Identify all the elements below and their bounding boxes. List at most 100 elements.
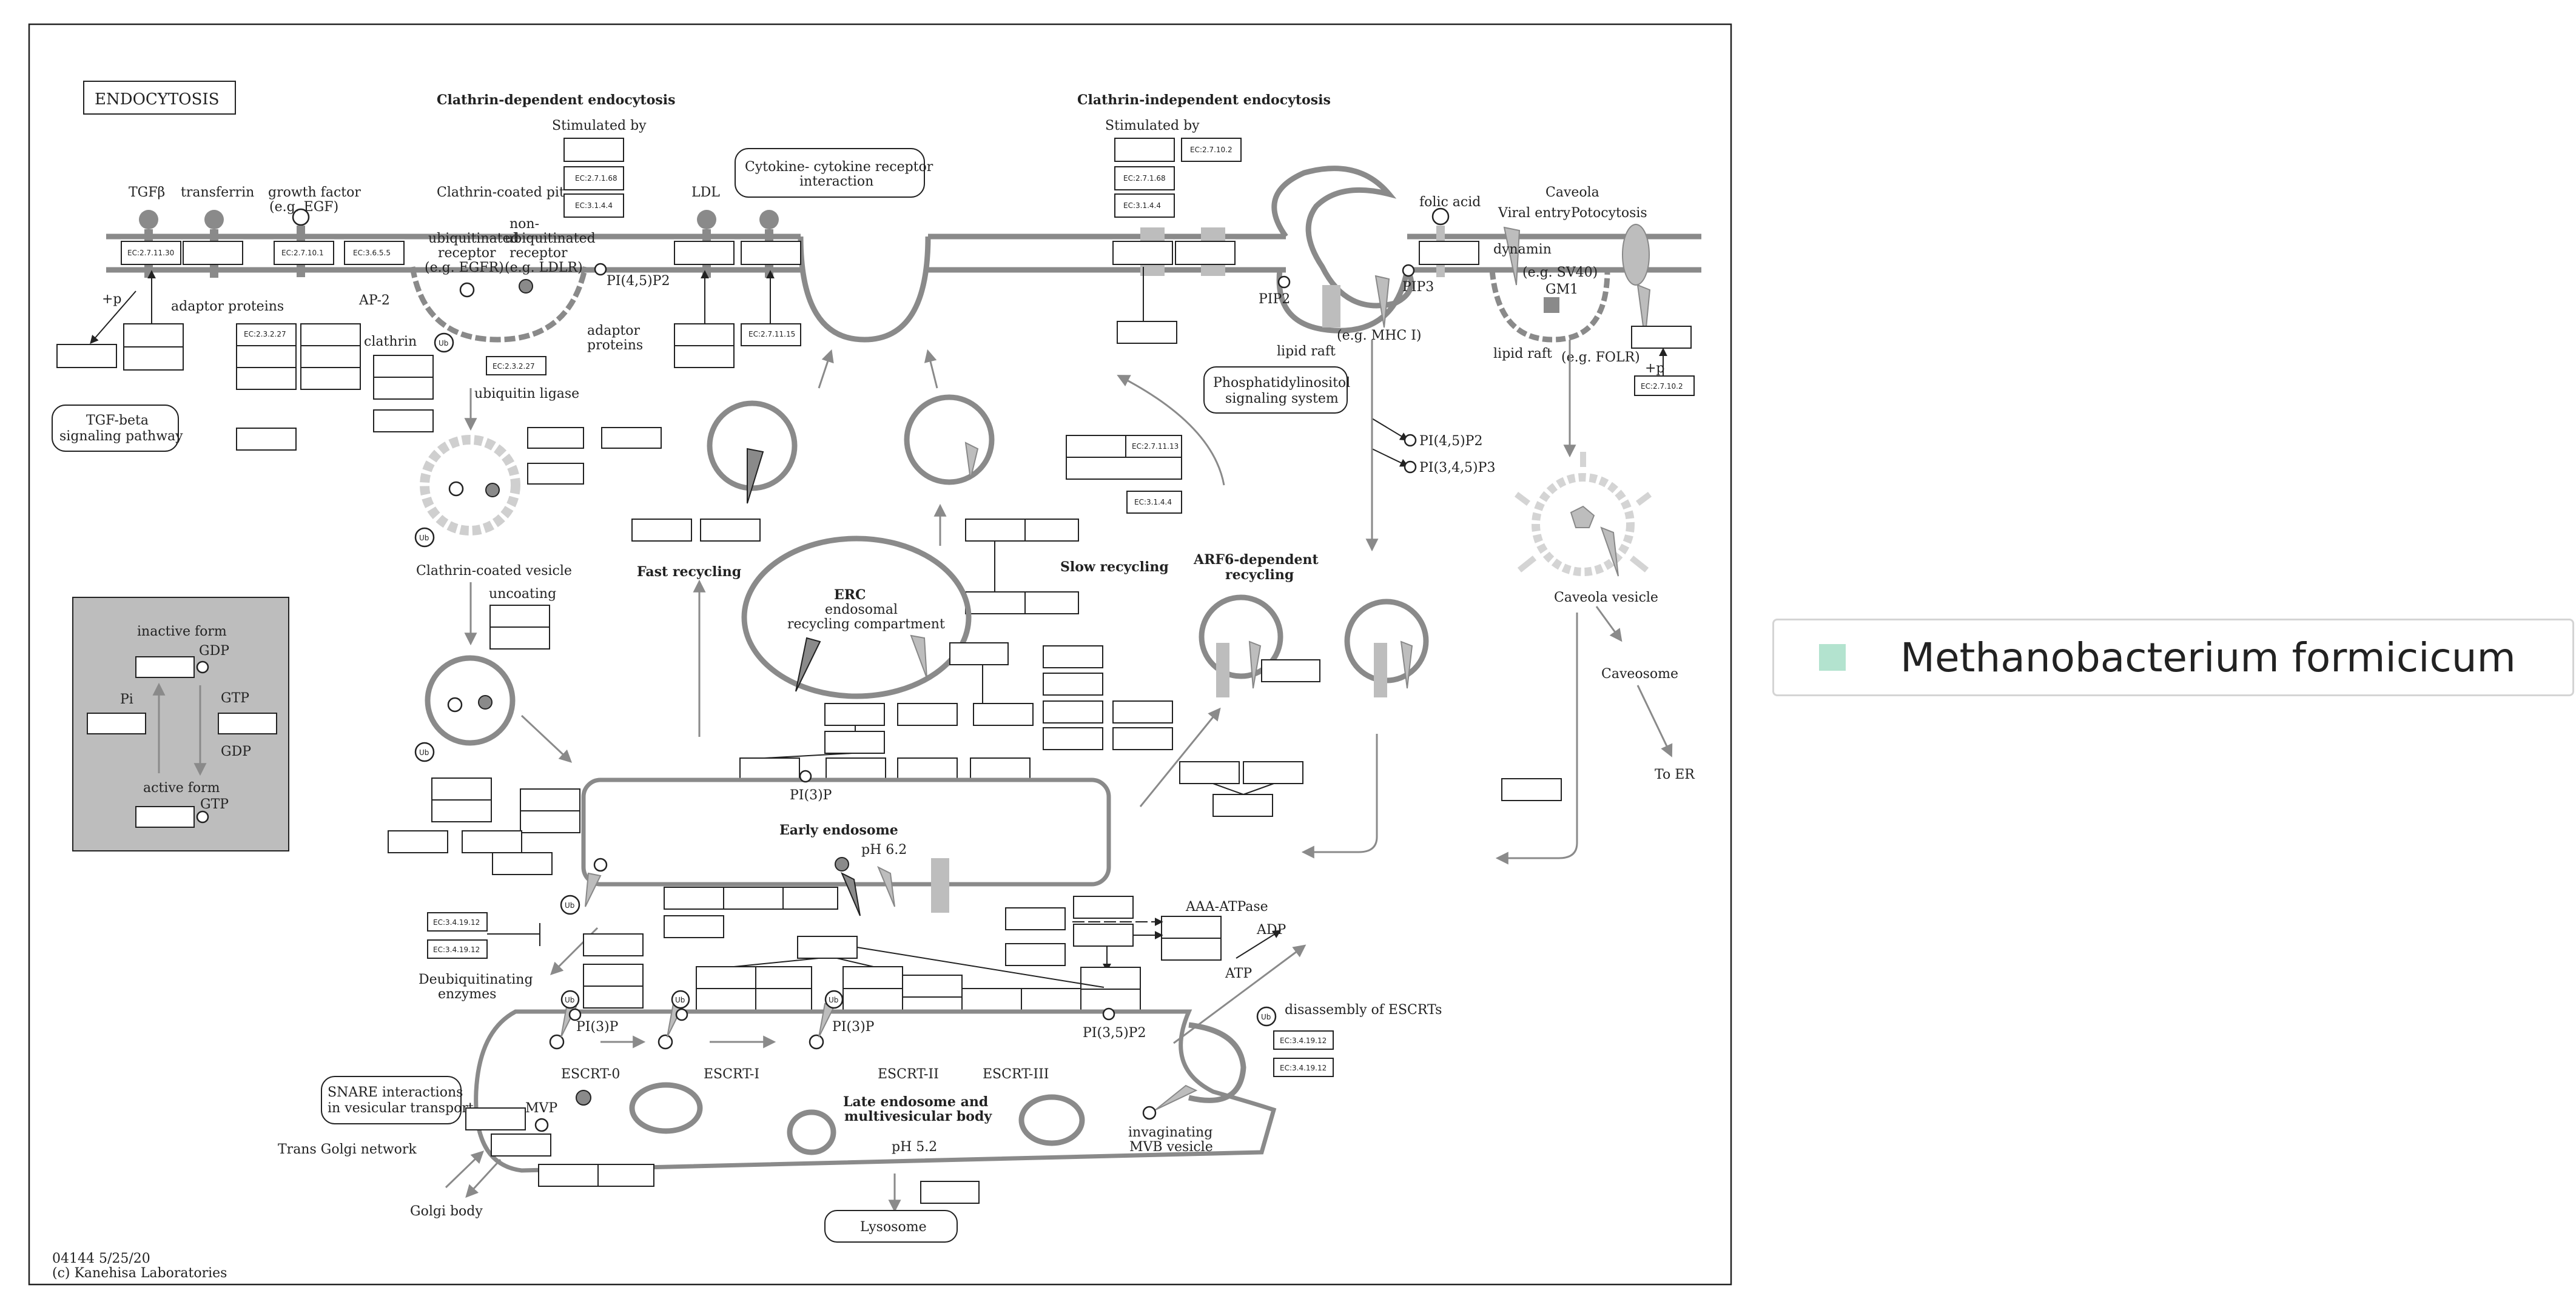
svg-text:GTP: GTP <box>200 797 229 812</box>
svg-text:PI(3)P: PI(3)P <box>790 788 832 803</box>
tgf-beta-pathway-link[interactable] <box>52 405 179 452</box>
label-transferrin: transferrin <box>181 185 254 200</box>
label-folic-acid: folic acid <box>1419 195 1481 210</box>
svg-text:pH 5.2: pH 5.2 <box>892 1140 937 1155</box>
svg-text:EC:3.6.5.5: EC:3.6.5.5 <box>353 249 391 257</box>
uncoated-vesicle <box>425 655 516 746</box>
svg-text:EC:3.4.19.12: EC:3.4.19.12 <box>1280 1036 1327 1045</box>
arf6-vesicle-1 <box>1199 594 1283 679</box>
svg-text:Late endosome and: Late endosome and <box>843 1094 988 1110</box>
svg-text:PIP3: PIP3 <box>1402 280 1434 295</box>
svg-text:Ub: Ub <box>829 996 838 1004</box>
svg-text:EC:2.7.10.2: EC:2.7.10.2 <box>1641 382 1683 391</box>
svg-text:Lysosome: Lysosome <box>860 1220 927 1235</box>
svg-text:inactive form: inactive form <box>137 624 227 639</box>
svg-text:SNARE interactions: SNARE interactions <box>328 1085 463 1100</box>
membrane-enzymes: EC:2.7.11.30 EC:2.7.10.1 EC:3.6.5.5 <box>121 241 1479 265</box>
label-nonubiq-3: receptor <box>509 246 568 261</box>
cytokine-interaction-link[interactable] <box>735 148 925 198</box>
svg-text:EC:2.7.1.68: EC:2.7.1.68 <box>575 174 617 183</box>
footer-copyright: (c) Kanehisa Laboratories <box>52 1266 227 1281</box>
title-box <box>83 81 236 115</box>
svg-text:EC:3.4.19.12: EC:3.4.19.12 <box>1280 1064 1327 1072</box>
label-uncoating: uncoating <box>489 586 556 602</box>
label-tgfb: TGFβ <box>129 185 165 200</box>
svg-text:(e.g. FOLR): (e.g. FOLR) <box>1561 350 1640 365</box>
label-p-plus-left: +p <box>102 292 122 307</box>
label-growth-factor: growth factor <box>268 185 361 200</box>
clathrin-coated-pit <box>409 266 588 343</box>
svg-text:ESCRT-I: ESCRT-I <box>704 1067 759 1082</box>
svg-text:Trans Golgi network: Trans Golgi network <box>278 1142 417 1157</box>
svg-text:PI(4,5)P2: PI(4,5)P2 <box>1419 434 1482 449</box>
label-ubiq-receptor-3: (e.g. EGFR) <box>425 260 504 275</box>
svg-text:EC:3.4.19.12: EC:3.4.19.12 <box>433 945 480 954</box>
label-potocytosis: Potocytosis <box>1571 206 1647 221</box>
snare-interactions-link[interactable] <box>321 1076 462 1124</box>
label-adaptor-proteins: adaptor proteins <box>171 299 284 314</box>
cytokine-label-1: Cytokine- cytokine receptor <box>745 160 933 175</box>
heading-clathrin-independent: Clathrin-independent endocytosis <box>1077 92 1331 108</box>
svg-text:ESCRT-III: ESCRT-III <box>983 1067 1049 1082</box>
heading-clathrin-dependent: Clathrin-dependent endocytosis <box>437 92 676 108</box>
svg-text:Deubiquitinating: Deubiquitinating <box>419 972 533 987</box>
svg-text:signaling pathway: signaling pathway <box>59 429 183 444</box>
erc-enzyme-cluster: EC:2.7.11.13 EC:3.1.4.4 <box>739 435 1182 781</box>
svg-text:lipid raft: lipid raft <box>1277 344 1336 359</box>
heading-slow-recycling: Slow recycling <box>1060 559 1169 575</box>
svg-text:recycling compartment: recycling compartment <box>787 617 945 632</box>
svg-text:EC:3.1.4.4: EC:3.1.4.4 <box>1134 498 1172 506</box>
label-ubiquitin-ligase: ubiquitin ligase <box>474 386 579 401</box>
svg-text:ESCRT-0: ESCRT-0 <box>561 1067 620 1082</box>
cytokine-label-2: interaction <box>799 174 873 189</box>
svg-text:TGF-beta: TGF-beta <box>86 413 149 428</box>
label-ubiq-receptor-2: receptor <box>438 246 496 261</box>
svg-text:endosomal: endosomal <box>825 602 898 617</box>
label-nonubiq-4: (e.g. LDLR) <box>505 260 583 275</box>
label-caveola: Caveola <box>1545 185 1599 200</box>
label-nonubiq-2: ubiquitinated <box>505 231 596 246</box>
svg-text:PIP2: PIP2 <box>1259 292 1290 307</box>
svg-text:Caveola vesicle: Caveola vesicle <box>1554 590 1658 605</box>
svg-text:disassembly of ESCRTs: disassembly of ESCRTs <box>1285 1002 1442 1018</box>
phosphatidylinositol-link[interactable] <box>1203 366 1348 414</box>
plasma-membrane <box>106 233 1701 343</box>
svg-text:EC:3.1.4.4: EC:3.1.4.4 <box>1123 201 1161 210</box>
stimulated-enzymes-right: EC:2.7.10.2 EC:2.7.1.68 EC:3.1.4.4 <box>1114 138 1242 218</box>
label-ldl: LDL <box>691 185 720 200</box>
label-stimulated-by-1: Stimulated by <box>552 118 647 133</box>
svg-text:Ub: Ub <box>419 534 429 542</box>
svg-text:EC:3.1.4.4: EC:3.1.4.4 <box>575 201 613 210</box>
svg-text:in vesicular transport: in vesicular transport <box>328 1101 474 1116</box>
svg-text:To ER: To ER <box>1655 767 1695 782</box>
svg-text:EC:2.3.2.27: EC:2.3.2.27 <box>244 330 286 338</box>
svg-text:PI(3,5)P2: PI(3,5)P2 <box>1083 1026 1146 1041</box>
svg-text:GDP: GDP <box>221 744 251 759</box>
caveola-vesicle <box>1515 452 1652 577</box>
diagram-frame <box>28 23 1732 1286</box>
endocytosis-pathway-diagram: ENDOCYTOSIS Clathrin-dependent endocytos… <box>28 23 1732 1286</box>
svg-text:Ub: Ub <box>675 996 685 1004</box>
label-clathrin: clathrin <box>364 334 417 349</box>
svg-text:signaling system: signaling system <box>1225 391 1339 406</box>
clathrin-coated-vesicle <box>420 435 520 536</box>
svg-text:EC:2.7.1.68: EC:2.7.1.68 <box>1123 174 1166 183</box>
svg-text:+p: +p <box>1645 361 1665 376</box>
label-adaptor-proteins-3: proteins <box>587 338 643 353</box>
label-nonubiq-1: non- <box>509 217 539 232</box>
svg-text:Golgi body: Golgi body <box>410 1204 483 1219</box>
svg-text:GM1: GM1 <box>1545 282 1578 297</box>
svg-text:(e.g. MHC I): (e.g. MHC I) <box>1337 328 1421 343</box>
svg-text:pH 6.2: pH 6.2 <box>861 842 907 858</box>
svg-text:Caveosome: Caveosome <box>1601 667 1678 682</box>
svg-text:PI(3)P: PI(3)P <box>576 1019 619 1035</box>
svg-text:ADP: ADP <box>1256 922 1286 938</box>
svg-text:multivesicular body: multivesicular body <box>844 1109 992 1124</box>
svg-text:Early endosome: Early endosome <box>779 822 898 838</box>
svg-text:ARF6-dependent: ARF6-dependent <box>1193 552 1319 568</box>
slow-recycling-vesicle <box>904 394 995 485</box>
legend-swatch <box>1819 644 1846 671</box>
svg-text:lipid raft: lipid raft <box>1493 346 1552 361</box>
svg-text:invaginating: invaginating <box>1128 1125 1212 1140</box>
lysosome-link[interactable] <box>824 1210 958 1243</box>
